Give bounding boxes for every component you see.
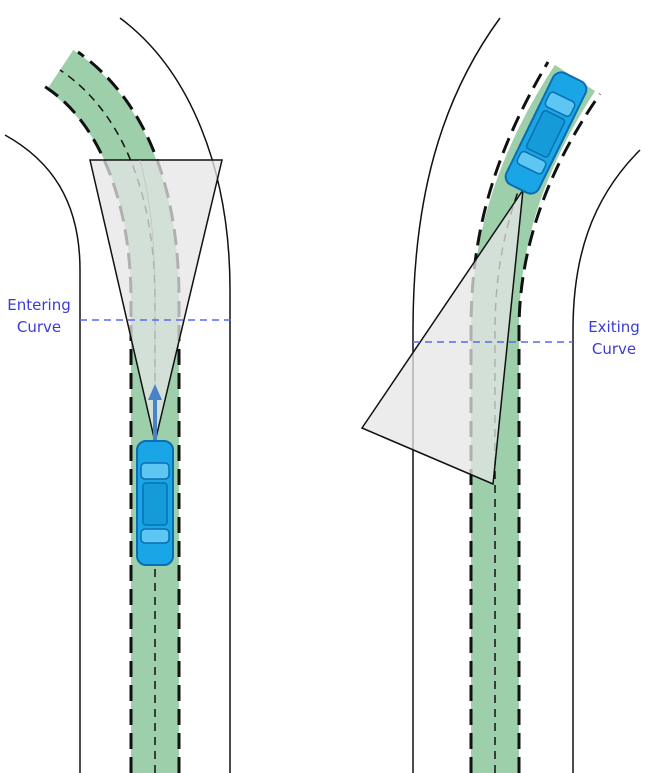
road-edge-right-inner <box>572 149 641 773</box>
car-left <box>136 440 174 566</box>
entering-curve-label-line2: Curve <box>16 318 62 336</box>
entering-curve-label: Entering Curve <box>0 294 78 338</box>
road-edge-outer <box>4 134 81 773</box>
entering-curve-label-line1: Entering <box>7 296 71 314</box>
road-edge-right-outer <box>412 17 501 773</box>
fov-cone-right <box>360 189 524 486</box>
lane-border-right-b <box>517 93 602 773</box>
road-edge-inner <box>119 17 231 773</box>
exiting-curve-label-line2: Curve <box>591 340 637 358</box>
fov-cone-left <box>89 159 223 443</box>
fov-lane-shade-left <box>139 159 156 442</box>
heading-arrow-head <box>148 384 162 400</box>
entering-scene <box>4 17 232 773</box>
exiting-scene <box>360 17 641 773</box>
exiting-curve-label: Exiting Curve <box>578 316 650 360</box>
exiting-curve-label-line1: Exiting <box>588 318 640 336</box>
